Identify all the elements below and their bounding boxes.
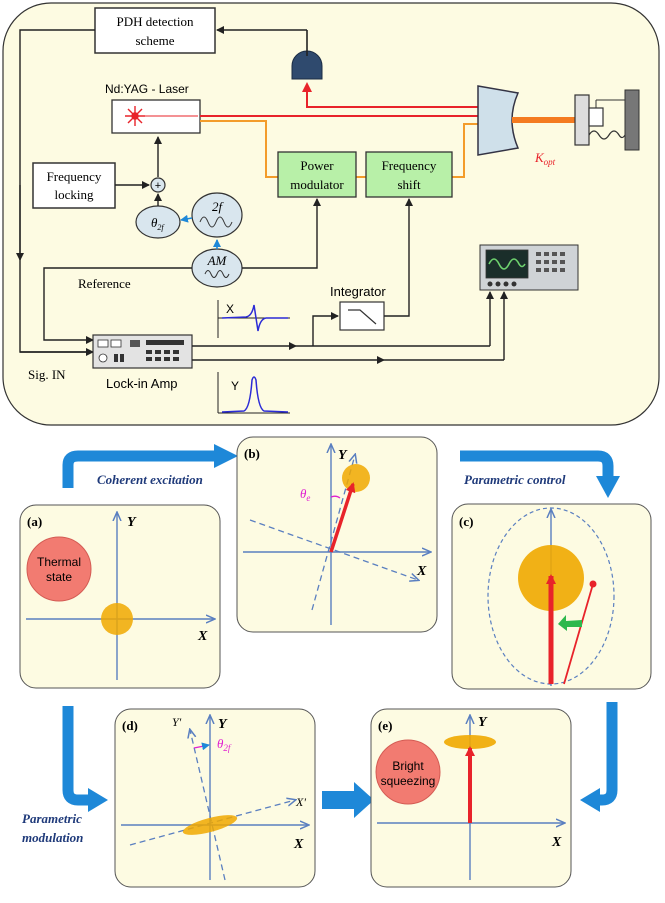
panel-e-x-label: X (551, 835, 562, 850)
sig-in-label: Sig. IN (28, 367, 66, 382)
parametric-modulation-line2: modulation (22, 830, 83, 845)
panel-a-y-label: Y (127, 515, 137, 530)
kopt-label: Kopt (534, 150, 556, 167)
panel-a-x-label: X (197, 629, 208, 644)
bright-squeezing-circle (375, 739, 441, 805)
oscilloscope-icon (479, 244, 579, 291)
panel-e-y-label: Y (478, 715, 488, 730)
bright-squeezing-line2: squeezing (381, 774, 436, 788)
thermal-noise-disk (101, 603, 133, 635)
integrator-label: Integrator (330, 284, 386, 299)
panel-d-x-label: X (293, 837, 304, 852)
panel-d-tag: (d) (122, 718, 138, 733)
summing-node (150, 177, 166, 193)
theta-e-arc (330, 495, 341, 499)
thermal-state-line1: Thermal (37, 555, 81, 569)
laser-label: Nd:YAG - Laser (105, 82, 189, 96)
pdh-box (94, 7, 216, 54)
freq-locking-line2: locking (55, 187, 94, 202)
c-to-e-arrow (580, 702, 618, 812)
power-mod-line1: Power (300, 158, 334, 173)
theta2f-oval (135, 205, 181, 239)
pdh-label-line1: PDH detection (117, 14, 194, 29)
y-plot-label: Y (231, 379, 239, 393)
y-signal-plot (217, 372, 290, 414)
freq-locking-line1: Frequency (47, 169, 102, 184)
panel-d-theta-label: θ2f (217, 736, 232, 753)
power-modulator-box (277, 151, 357, 198)
parametric-modulation-line1: Parametric (22, 811, 82, 826)
coherent-excitation-label: Coherent excitation (97, 472, 203, 487)
laser-beam-orange-return (452, 123, 478, 178)
parametric-modulation-arrow (62, 706, 108, 812)
am-sine-icon (204, 270, 230, 278)
thermal-state-circle (26, 536, 92, 602)
x-signal-plot (217, 300, 290, 338)
panel-d-squeezed-ellipse (182, 815, 238, 835)
lock-in-label: Lock-in Amp (106, 376, 178, 391)
parametric-control-label: Parametric control (464, 472, 566, 487)
mechanical-oscillator-icon (574, 89, 640, 151)
panel-c-tag: (c) (459, 514, 473, 529)
laser-burst-icon (125, 106, 145, 126)
panel-e-squeezed-ellipse (444, 735, 496, 749)
twof-label: 2f (212, 199, 225, 214)
twof-sine-icon (199, 216, 233, 228)
cavity-mirror (477, 85, 520, 156)
panel-d-y-label: Y (218, 717, 228, 732)
panel-b-tag: (b) (244, 446, 260, 461)
panel-c-green-arrow (558, 615, 582, 631)
panel-a-tag: (a) (27, 514, 42, 529)
reference-label: Reference (78, 276, 131, 291)
parametric-control-arrow (460, 450, 620, 498)
bright-squeezing-line1: Bright (392, 759, 424, 773)
laser-beam-orange-power (200, 120, 278, 178)
freq-shift-line2: shift (397, 177, 421, 192)
panel-c-control-tip (589, 580, 597, 588)
lock-in-amp-icon (92, 334, 193, 369)
panel-d-yprime-label: Y' (172, 715, 182, 729)
panel-d (114, 708, 316, 888)
reference-line (43, 267, 192, 344)
panel-e-tag: (e) (378, 718, 392, 733)
am-label: AM (207, 253, 228, 268)
frequency-locking-box (32, 162, 116, 209)
theta-2f-indicator (193, 742, 210, 751)
am-to-power-mod (242, 198, 321, 269)
freq-shift-line1: Frequency (382, 158, 437, 173)
panel-d-rot-y-axis (190, 730, 226, 881)
thermal-state-line2: state (46, 570, 72, 584)
photodetector-icon (291, 50, 323, 80)
coherent-amplitude-arrow (329, 482, 356, 553)
integrator-ramp-icon (348, 309, 377, 325)
pdh-label-line2: scheme (136, 33, 175, 48)
panel-d-xprime-label: X' (295, 795, 306, 809)
x-plot-label: X (226, 302, 234, 316)
power-mod-line2: modulator (290, 177, 344, 192)
panel-b-x-label: X (416, 564, 427, 579)
frequency-shift-box (365, 151, 453, 198)
integrator-box (339, 301, 385, 331)
to-integrator (312, 312, 339, 346)
twof-to-theta (180, 214, 193, 223)
reflected-beam (302, 82, 478, 108)
integrator-to-shift (384, 198, 413, 317)
coherent-excitation-arrow (62, 444, 238, 488)
coherent-state-disk (342, 464, 370, 492)
panel-b-y-label: Y (338, 448, 348, 463)
d-to-e-arrow (322, 782, 374, 818)
theta2f-label: θ2f (151, 215, 165, 232)
plus-sign: + (155, 180, 161, 192)
theta-e-label: θe (300, 486, 310, 503)
panel-c-control-vector (563, 583, 594, 685)
